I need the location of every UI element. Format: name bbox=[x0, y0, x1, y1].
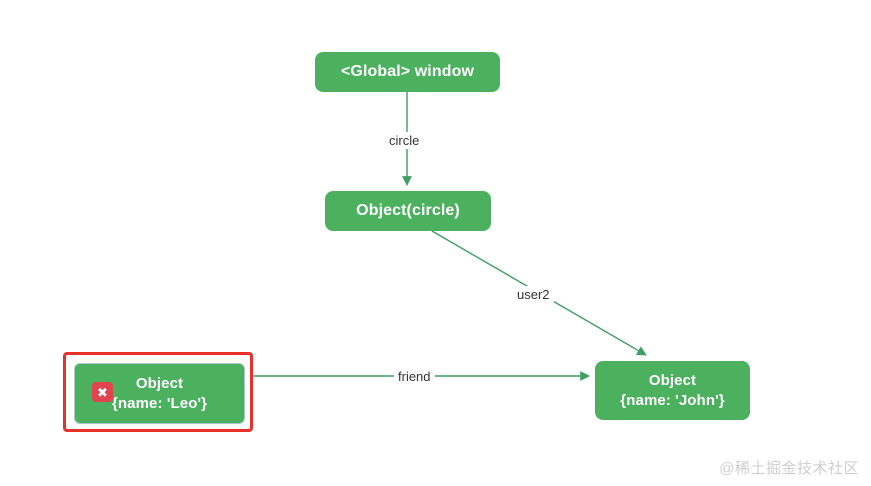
node-global-window-label: <Global> window bbox=[340, 62, 475, 80]
edge-label-user2: user2 bbox=[513, 286, 554, 303]
node-object-leo-label-line1: Object bbox=[135, 375, 184, 393]
watermark: @稀土掘金技术社区 bbox=[719, 460, 859, 477]
edge-label-friend: friend bbox=[394, 368, 435, 385]
node-object-leo-label-line2: {name: 'Leo'} bbox=[111, 394, 208, 412]
error-x-icon-glyph: ✖ bbox=[97, 384, 108, 400]
node-global-window[interactable]: <Global> window bbox=[315, 52, 500, 92]
node-object-circle[interactable]: Object(circle) bbox=[325, 191, 491, 231]
node-object-john-label-line1: Object bbox=[648, 372, 697, 390]
node-object-john[interactable]: Object {name: 'John'} bbox=[595, 361, 750, 420]
edge-label-circle: circle bbox=[385, 132, 424, 149]
node-object-john-label-line2: {name: 'John'} bbox=[620, 391, 725, 409]
node-object-circle-label: Object(circle) bbox=[356, 201, 460, 219]
node-object-leo[interactable]: Object {name: 'Leo'} bbox=[74, 363, 245, 424]
selection-highlight-frame: Object {name: 'Leo'} ✖ bbox=[63, 352, 253, 432]
error-x-icon[interactable]: ✖ bbox=[92, 382, 113, 402]
